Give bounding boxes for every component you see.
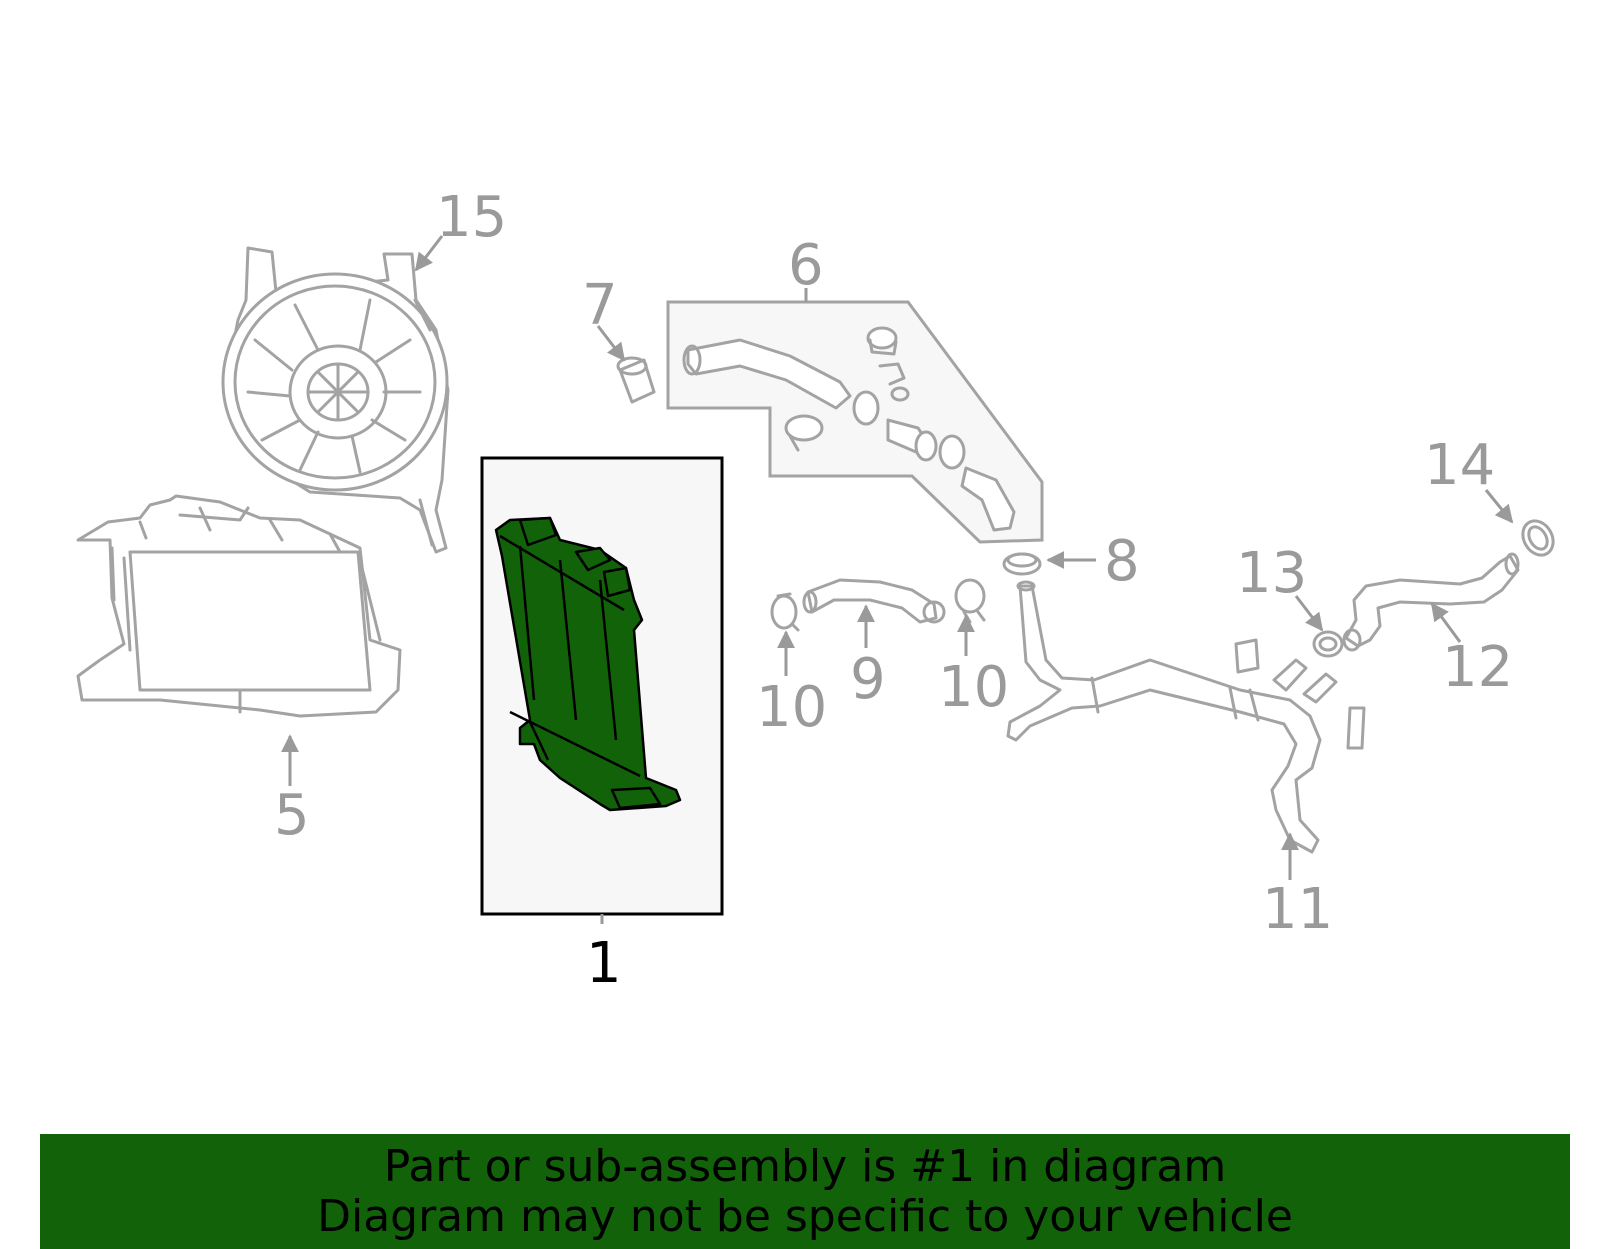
- leader-13: [1294, 595, 1324, 632]
- callout-15: 15: [436, 185, 507, 250]
- banner-line-1: Part or sub-assembly is #1 in diagram: [383, 1141, 1227, 1192]
- hose-part-12[interactable]: [1342, 552, 1520, 652]
- callout-10-left: 10: [756, 675, 827, 740]
- leader-14: [1484, 489, 1514, 524]
- hose-part-9[interactable]: [802, 578, 946, 624]
- fan-assembly-part-15[interactable]: [221, 246, 450, 554]
- clamp-part-7[interactable]: [616, 356, 656, 404]
- callout-13: 13: [1236, 541, 1307, 606]
- radiator-part-1[interactable]: [480, 456, 724, 916]
- callout-7: 7: [582, 273, 618, 338]
- coolant-pipe-part-11[interactable]: [1006, 580, 1366, 854]
- callout-12: 12: [1442, 635, 1513, 700]
- callout-10-right: 10: [938, 655, 1009, 720]
- hose-kit-part-6[interactable]: [666, 300, 1044, 544]
- radiator-support-part-5[interactable]: [76, 494, 402, 718]
- callout-11: 11: [1262, 877, 1333, 942]
- callout-1: 1: [586, 931, 622, 996]
- clamp-part-10-right[interactable]: [954, 578, 986, 624]
- callout-8: 8: [1104, 529, 1140, 594]
- leader-15: [414, 235, 444, 272]
- callout-9: 9: [850, 647, 886, 712]
- banner-line-2: Diagram may not be specific to your vehi…: [317, 1191, 1293, 1242]
- callout-5: 5: [274, 783, 310, 848]
- callout-14: 14: [1424, 433, 1495, 498]
- clamp-part-8[interactable]: [1002, 552, 1042, 576]
- radiator-highlight: [494, 516, 682, 812]
- clamp-part-14[interactable]: [1517, 515, 1559, 560]
- clamp-part-13[interactable]: [1312, 630, 1344, 658]
- callout-6: 6: [788, 233, 824, 298]
- leader-12: [1430, 602, 1462, 643]
- leader-7: [596, 325, 626, 362]
- clamp-part-10-left[interactable]: [770, 592, 800, 632]
- info-banner: Part or sub-assembly is #1 in diagram Di…: [40, 1134, 1570, 1249]
